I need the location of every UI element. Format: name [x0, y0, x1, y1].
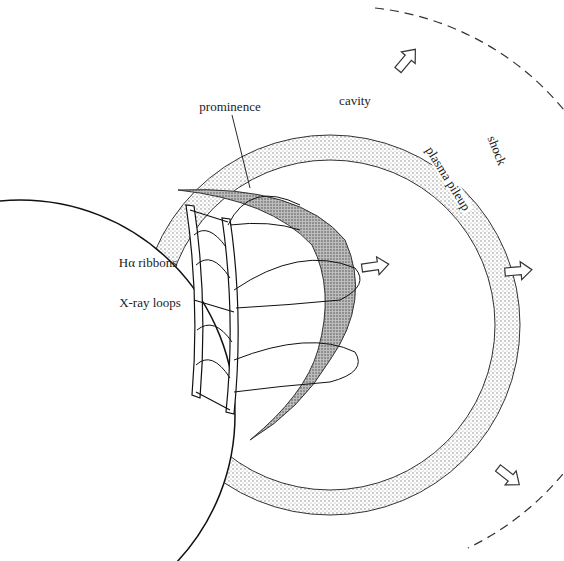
loops-label: X-ray loops: [119, 296, 181, 309]
prominence: [178, 190, 356, 440]
field-lines: [228, 196, 360, 392]
shock-front: [375, 8, 564, 548]
ribbons-label: Hα ribbons: [119, 256, 177, 269]
prominence-label: prominence: [199, 100, 260, 113]
expansion-arrows: [361, 44, 533, 492]
leader-line: [232, 115, 250, 188]
sun-disk: [0, 200, 235, 561]
h-alpha-ribbons: [186, 205, 238, 414]
shock-label: shock: [485, 133, 508, 166]
cavity-label: cavity: [339, 94, 371, 107]
x-ray-loops: [194, 231, 232, 378]
